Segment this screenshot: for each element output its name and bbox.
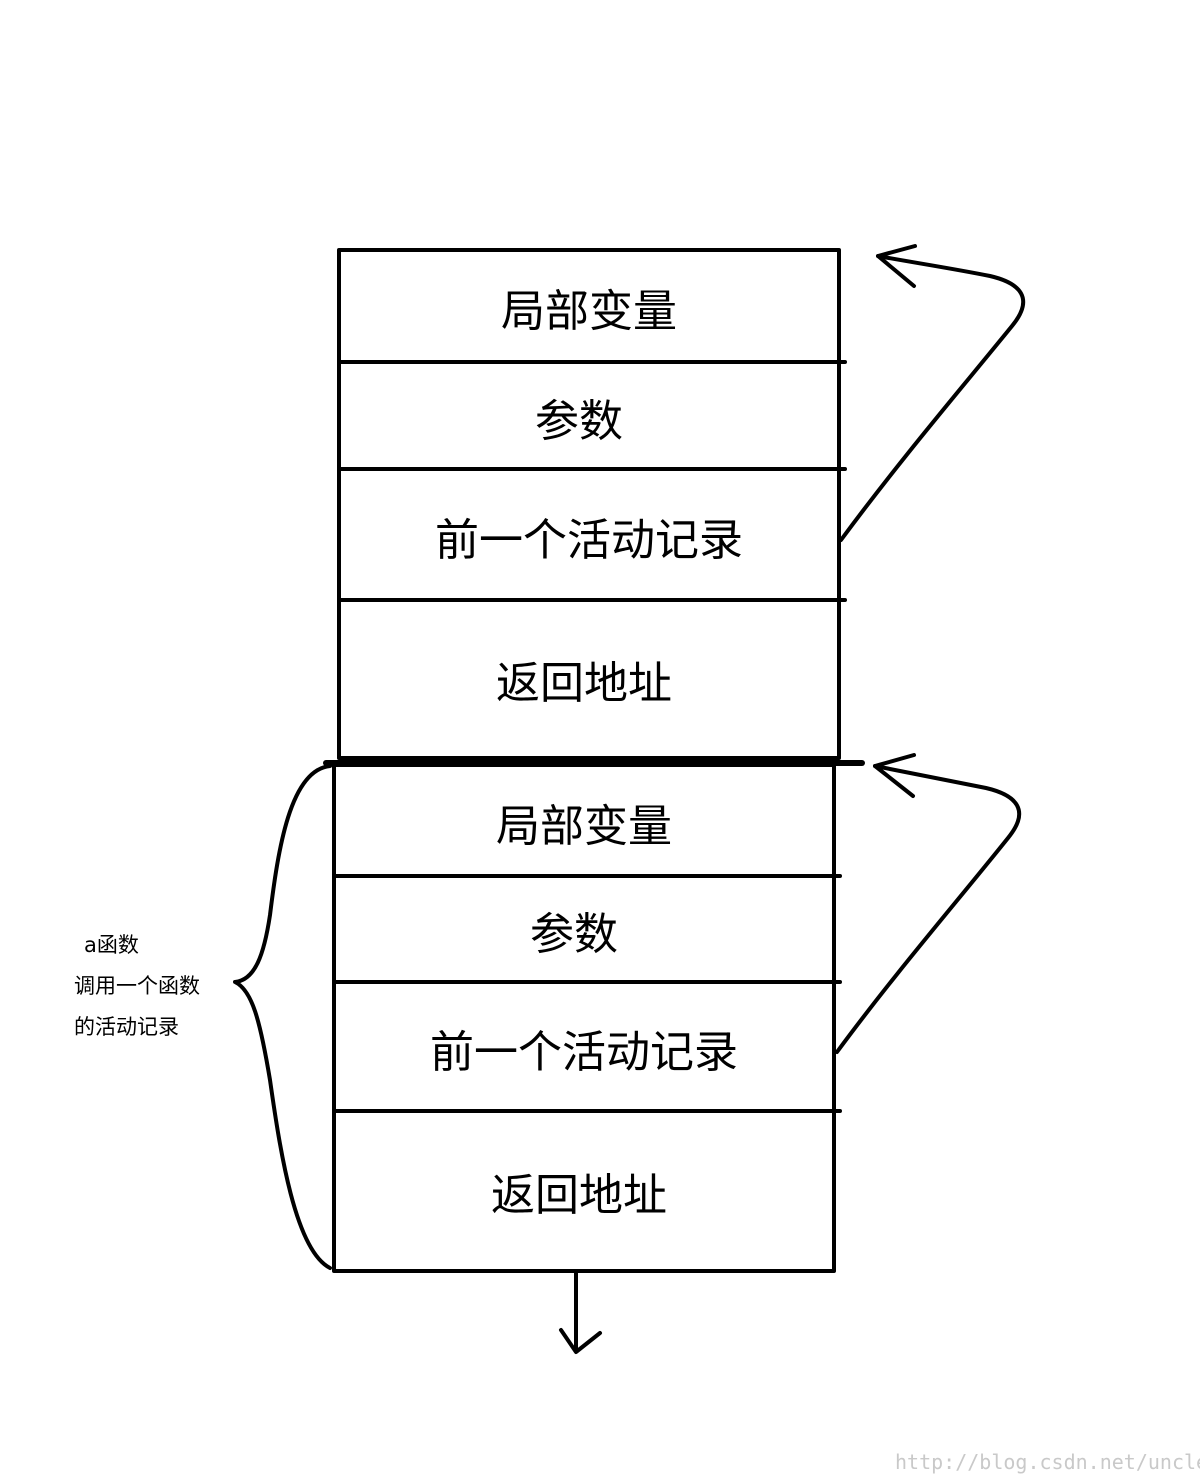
lower-link-arrow <box>835 764 1022 1054</box>
left-brace <box>233 764 332 1270</box>
brace-label-line-2: 调用一个函数 <box>74 974 200 998</box>
brace-label-line-1: a函数 <box>84 933 139 957</box>
upper-record-frame <box>337 248 841 760</box>
lower-prev-record-label: 前一个活动记录 <box>430 1026 738 1078</box>
down-arrowhead <box>559 1328 602 1354</box>
brace-label: a函数 调用一个函数 的活动记录 <box>74 925 234 1048</box>
lower-local-vars-label: 局部变量 <box>496 800 672 852</box>
upper-link-arrow <box>839 254 1026 542</box>
watermark: http://blog.csdn.net/uncle_gy <box>895 1450 1200 1474</box>
lower-record-frame <box>332 763 836 1273</box>
upper-arrowhead <box>876 244 917 288</box>
lower-arrowhead <box>873 753 916 798</box>
lower-return-addr-label: 返回地址 <box>491 1170 667 1221</box>
upper-prev-record-label: 前一个活动记录 <box>435 514 743 566</box>
brace-label-line-3: 的活动记录 <box>74 1015 179 1039</box>
upper-params-label: 参数 <box>535 395 623 447</box>
upper-local-vars-label: 局部变量 <box>501 286 677 337</box>
upper-return-addr-label: 返回地址 <box>496 658 672 709</box>
lower-params-label: 参数 <box>530 909 618 960</box>
